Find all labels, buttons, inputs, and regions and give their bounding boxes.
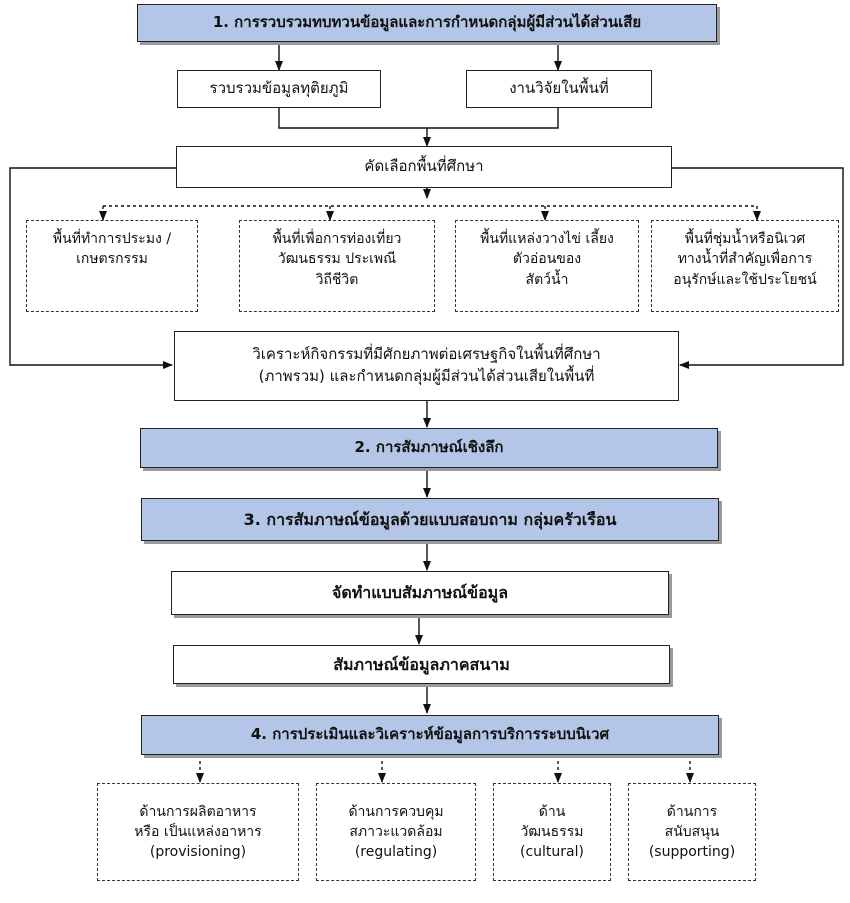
analysis-line: (ภาพรวม) และกำหนดกลุ่มผู้มีส่วนได้ส่วนเส… (258, 367, 595, 385)
prepare-questionnaire-box: จัดทำแบบสัมภาษณ์ข้อมูล (171, 571, 669, 615)
service-line: (regulating) (354, 844, 438, 861)
service-line: ด้าน (538, 803, 566, 820)
step1-collect-review: 1. การรวบรวมทบทวนข้อมูลและการกำหนดกลุ่มผ… (137, 4, 717, 42)
area-tourism-culture: พื้นที่เพื่อการท่องเที่ยว วัฒนธรรม ประเพ… (239, 220, 435, 312)
secondary-data-box: รวบรวมข้อมูลทุติยภูมิ (177, 70, 381, 108)
area-line: สัตว์น้ำ (525, 271, 569, 288)
area-line: วิถีชีวิต (315, 271, 359, 288)
analysis-box: วิเคราะห์กิจกรรมที่มีศักยภาพต่อเศรษฐกิจใ… (174, 331, 679, 401)
service-line: (provisioning) (149, 844, 247, 861)
select-area-box: คัดเลือกพื้นที่ศึกษา (176, 146, 672, 188)
service-supporting: ด้านการ สนับสนุน (supporting) (628, 783, 756, 881)
step1-label: 1. การรวบรวมทบทวนข้อมูลและการกำหนดกลุ่มผ… (212, 13, 642, 32)
area-line: พื้นที่ทำการประมง / (52, 231, 172, 247)
service-provisioning: ด้านการผลิตอาหาร หรือ เป็นแหล่งอาหาร (pr… (97, 783, 299, 881)
right-loop-arrow (672, 167, 844, 369)
step2-label: 2. การสัมภาษณ์เชิงลึก (354, 438, 504, 457)
select-area-label: คัดเลือกพื้นที่ศึกษา (364, 157, 484, 176)
merge-line-sources (278, 108, 559, 129)
area-fishery-agriculture: พื้นที่ทำการประมง / เกษตรกรรม (26, 220, 198, 312)
secondary-data-label: รวบรวมข้อมูลทุติยภูมิ (209, 79, 349, 98)
step2-indepth-interview: 2. การสัมภาษณ์เชิงลึก (140, 428, 718, 468)
service-line: ด้านการ (666, 803, 718, 820)
prepare-questionnaire-label: จัดทำแบบสัมภาษณ์ข้อมูล (331, 583, 509, 603)
step4-ecosystem-assessment: 4. การประเมินและวิเคราะห์ข้อมูลการบริการ… (141, 715, 719, 755)
service-line: (cultural) (520, 844, 584, 861)
analysis-line: วิเคราะห์กิจกรรมที่มีศักยภาพต่อเศรษฐกิจใ… (252, 345, 601, 364)
service-line: (supporting) (648, 844, 736, 861)
service-line: วัฒนธรรม (520, 823, 584, 840)
field-interview-label: สัมภาษณ์ข้อมูลภาคสนาม (333, 654, 510, 674)
area-line: วัฒนธรรม ประเพณี (277, 251, 397, 268)
area-spawning-nursery: พื้นที่แหล่งวางไข่ เลี้ยง ตัวอ่อนของ สัต… (455, 220, 639, 312)
area-line: ทางน้ำที่สำคัญเพื่อการ (677, 251, 813, 268)
fieldwork-label: งานวิจัยในพื้นที่ (509, 79, 609, 98)
service-line: หรือ เป็นแหล่งอาหาร (134, 823, 262, 840)
area-line: พื้นที่ชุ่มน้ำหรือนิเวศ (684, 231, 806, 247)
service-line: ด้านการควบคุม (348, 803, 444, 820)
left-loop-arrow (9, 167, 176, 369)
area-line: เกษตรกรรม (76, 251, 148, 268)
field-interview-box: สัมภาษณ์ข้อมูลภาคสนาม (173, 645, 670, 684)
step3-label: 3. การสัมภาษณ์ข้อมูลด้วยแบบสอบถาม กลุ่มค… (243, 509, 617, 529)
step3-household-questionnaire: 3. การสัมภาษณ์ข้อมูลด้วยแบบสอบถาม กลุ่มค… (141, 498, 719, 541)
service-regulating: ด้านการควบคุม สภาวะแวดล้อม (regulating) (316, 783, 476, 881)
area-line: พื้นที่เพื่อการท่องเที่ยว (272, 231, 402, 247)
service-cultural: ด้าน วัฒนธรรม (cultural) (493, 783, 611, 881)
area-line: ตัวอ่อนของ (512, 251, 582, 268)
area-line: พื้นที่แหล่งวางไข่ เลี้ยง (480, 231, 614, 247)
service-line: สภาวะแวดล้อม (349, 823, 443, 840)
service-line: สนับสนุน (664, 823, 720, 840)
step4-label: 4. การประเมินและวิเคราะห์ข้อมูลการบริการ… (250, 725, 610, 744)
area-line: อนุรักษ์และใช้ประโยชน์ (673, 271, 817, 288)
area-wetland-conservation: พื้นที่ชุ่มน้ำหรือนิเวศ ทางน้ำที่สำคัญเพ… (651, 220, 839, 312)
service-line: ด้านการผลิตอาหาร (139, 803, 257, 820)
fieldwork-box: งานวิจัยในพื้นที่ (466, 70, 652, 108)
